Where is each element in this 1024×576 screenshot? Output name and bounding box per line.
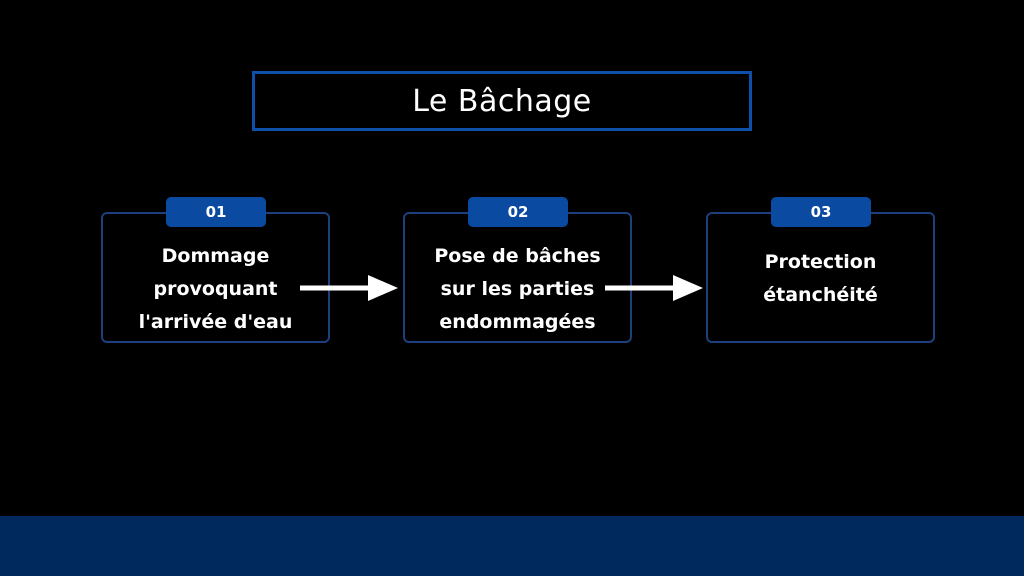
- step-3-line-1: Protection: [764, 251, 877, 273]
- title-box: Le Bâchage: [252, 71, 752, 131]
- footer-band: [0, 516, 1024, 576]
- step-3-text: Protection étanchéité: [708, 246, 933, 312]
- step-card-2: Pose de bâches sur les parties endommagé…: [403, 212, 632, 343]
- step-badge-3: 03: [771, 197, 871, 227]
- step-3-line-2: étanchéité: [763, 284, 878, 306]
- step-card-3: Protection étanchéité: [706, 212, 935, 343]
- diagram-title: Le Bâchage: [412, 83, 592, 119]
- step-card-1: Dommage provoquant l'arrivée d'eau: [101, 212, 330, 343]
- step-badge-2: 02: [468, 197, 568, 227]
- step-1-line-2: provoquant: [153, 278, 278, 300]
- step-2-text: Pose de bâches sur les parties endommagé…: [405, 240, 630, 339]
- arrow-right-icon: [300, 275, 398, 301]
- step-1-text: Dommage provoquant l'arrivée d'eau: [103, 240, 328, 339]
- step-2-line-1: Pose de bâches: [434, 245, 601, 267]
- step-2-line-2: sur les parties: [440, 278, 595, 300]
- step-1-line-1: Dommage: [161, 245, 270, 267]
- arrow-right-icon: [605, 275, 703, 301]
- step-badge-1: 01: [166, 197, 266, 227]
- step-1-line-3: l'arrivée d'eau: [138, 311, 293, 333]
- step-2-line-3: endommagées: [439, 311, 596, 333]
